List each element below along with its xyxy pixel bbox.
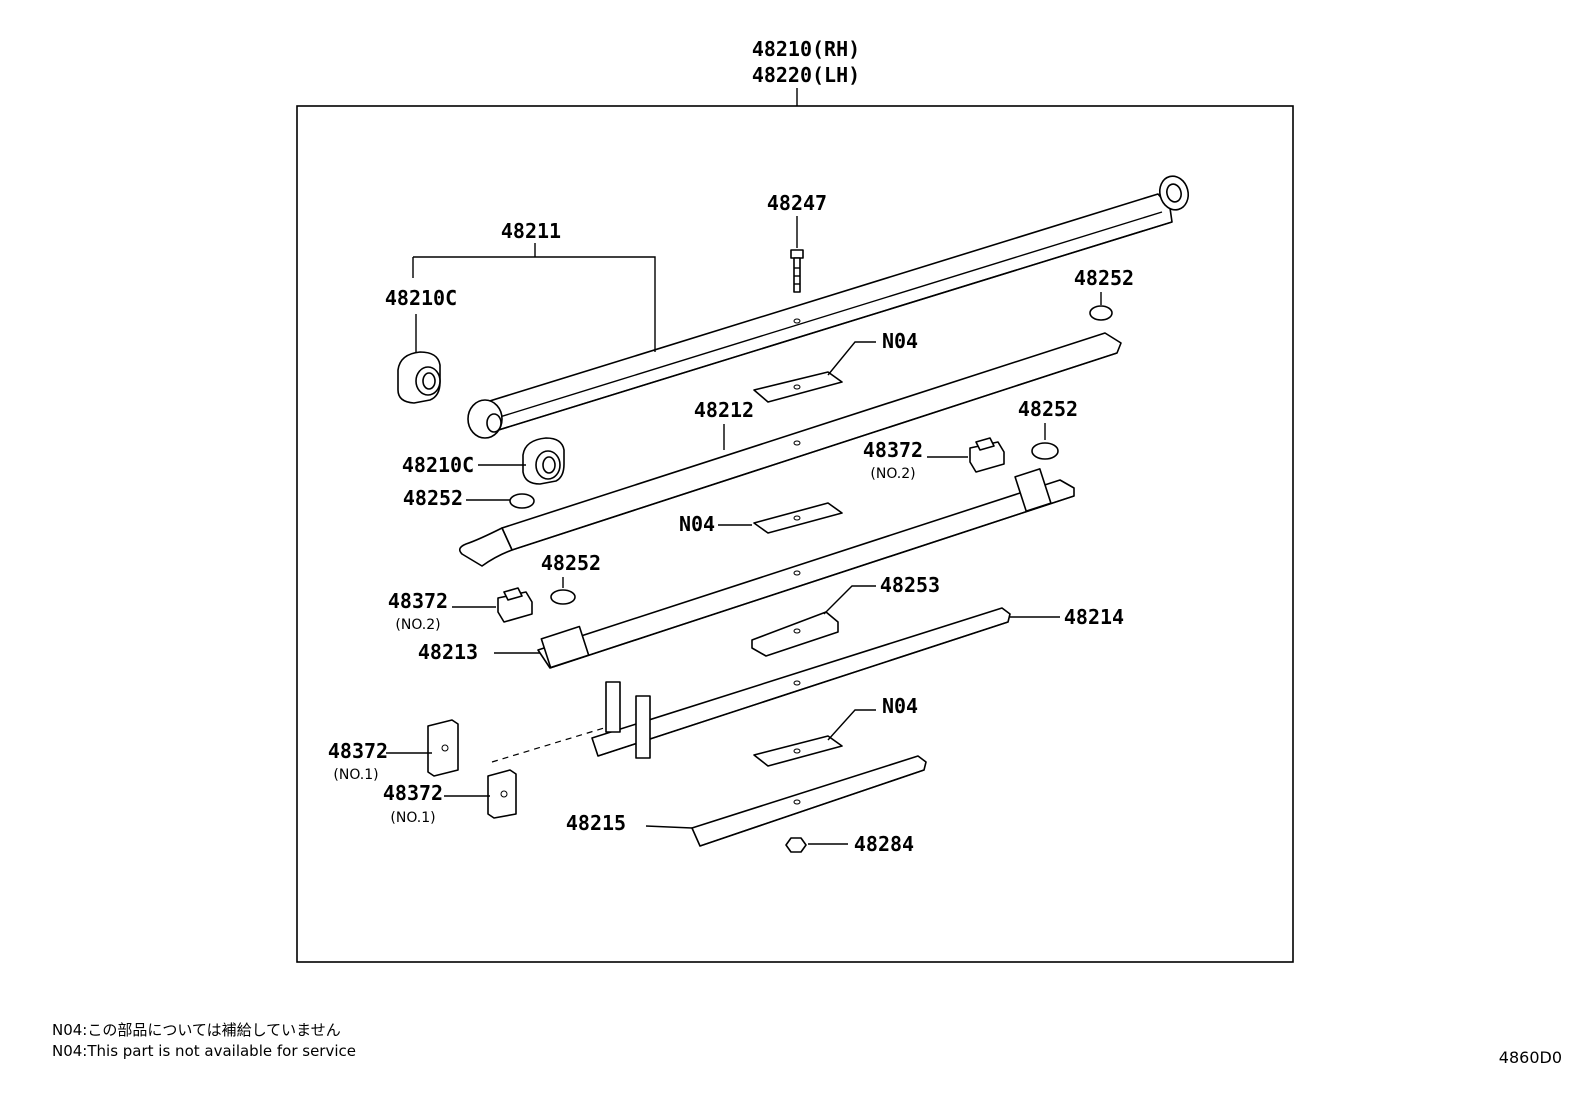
leaf-48212: [458, 332, 1122, 567]
label-48252-c: 48252: [1018, 397, 1078, 421]
leaf-48215: [691, 755, 927, 847]
spacer-48253: [751, 611, 839, 657]
n04-pad-c: [753, 735, 843, 767]
figure-code: 4860D0: [1498, 1048, 1562, 1067]
label-48372-a: 48372: [863, 438, 923, 462]
label-48252-a: 48252: [1074, 266, 1134, 290]
center-bolt-48247: [790, 249, 804, 293]
note-jp: N04:この部品については補給していません: [52, 1021, 341, 1039]
label-48372-b-sub: (NO.2): [395, 617, 440, 633]
liner-48252-a: [1089, 305, 1113, 321]
label-48211: 48211: [501, 219, 561, 243]
label-48212: 48212: [694, 398, 754, 422]
clip-48372-no1-b: [487, 769, 517, 819]
assembly-frame: [296, 105, 1294, 963]
label-n04-b: N04: [679, 512, 715, 536]
label-48372-a-sub: (NO.2): [870, 466, 915, 482]
label-48252-b: 48252: [403, 486, 463, 510]
bushing-48210c-b: [522, 437, 565, 485]
leaf-48214: [591, 607, 1011, 759]
assembly-lh-label: 48220(LH): [752, 63, 860, 87]
bushing-48210c-a: [397, 351, 441, 404]
label-48247: 48247: [767, 191, 827, 215]
label-48215: 48215: [566, 811, 626, 835]
nut-48284: [785, 837, 807, 853]
label-48253: 48253: [880, 573, 940, 597]
label-48284: 48284: [854, 832, 914, 856]
liner-48252-b: [509, 493, 535, 509]
label-n04-a: N04: [882, 329, 918, 353]
label-48210c-b: 48210C: [402, 453, 474, 477]
assembly-rh-label: 48210(RH): [752, 37, 860, 61]
n04-pad-b: [753, 502, 843, 534]
label-48252-d: 48252: [541, 551, 601, 575]
label-48372-d: 48372: [383, 781, 443, 805]
leaf-48213: [537, 468, 1075, 669]
clip-48372-no2-b: [497, 587, 533, 623]
alignment-dashed-line: [491, 727, 605, 763]
liner-48252-d: [550, 589, 576, 605]
label-n04-c: N04: [882, 694, 918, 718]
n04-pad-a: [753, 371, 843, 403]
clip-48372-no1-a: [427, 719, 459, 777]
main-leaf-48211: [467, 175, 1190, 439]
label-48372-d-sub: (NO.1): [390, 810, 435, 826]
liner-48252-c: [1031, 442, 1059, 460]
clip-48372-no2-a: [969, 437, 1005, 473]
label-48372-b: 48372: [388, 589, 448, 613]
note-en: N04:This part is not available for servi…: [52, 1042, 356, 1060]
label-48210c-a: 48210C: [385, 286, 457, 310]
label-48214: 48214: [1064, 605, 1124, 629]
label-48213: 48213: [418, 640, 478, 664]
label-48372-c: 48372: [328, 739, 388, 763]
label-48372-c-sub: (NO.1): [333, 767, 378, 783]
